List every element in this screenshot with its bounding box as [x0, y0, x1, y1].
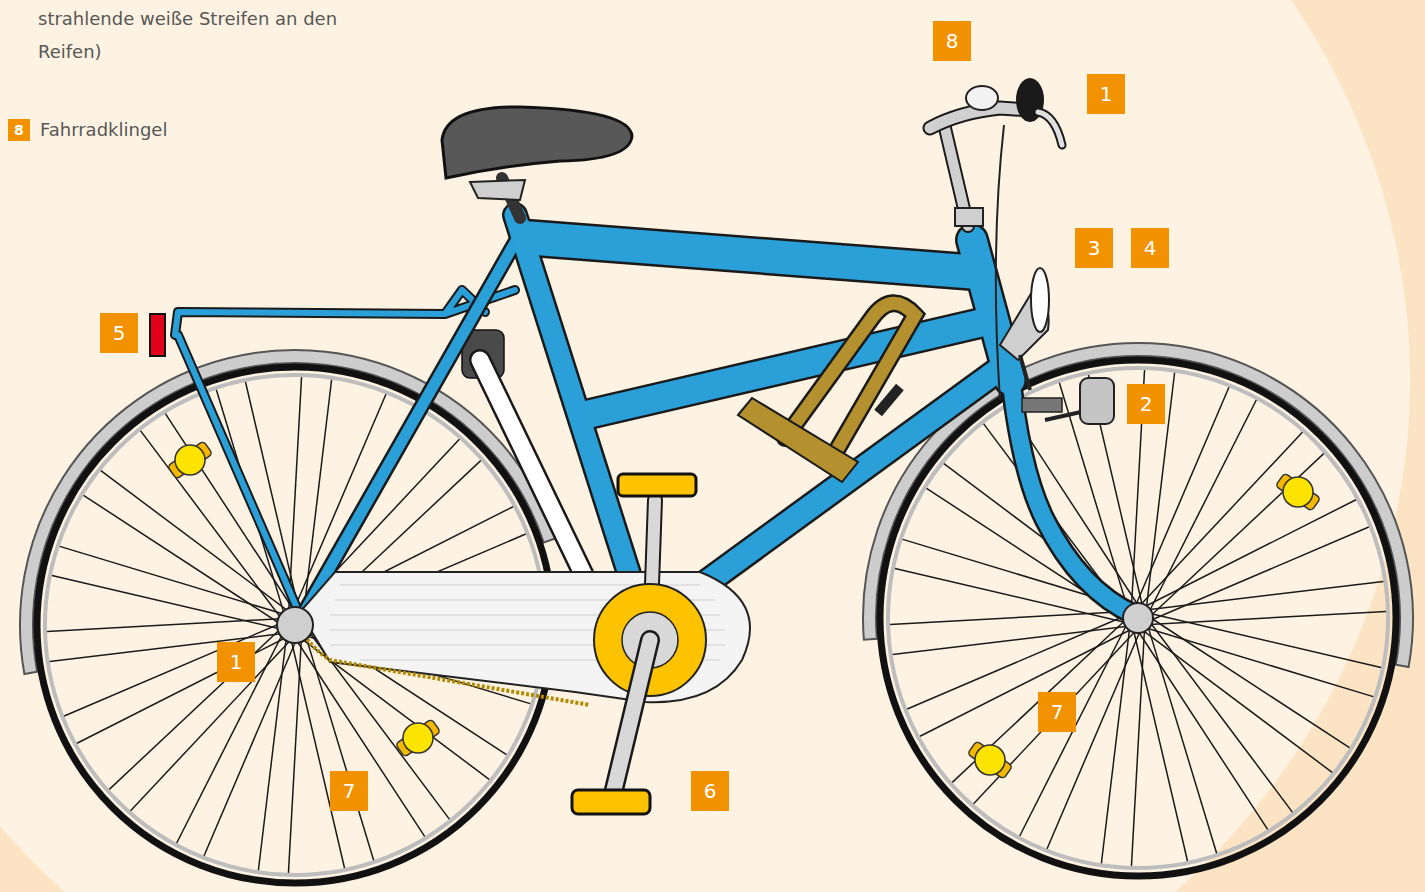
- seat-stay: [300, 225, 525, 620]
- reflector: [975, 745, 1005, 775]
- spoke: [1047, 631, 1140, 849]
- spoke: [1150, 614, 1381, 668]
- handlebar-outline: [930, 108, 1030, 128]
- callout-number: 7: [330, 771, 368, 811]
- spoke: [920, 629, 1131, 736]
- spoke: [47, 619, 284, 632]
- spoke: [1149, 611, 1386, 624]
- brake-lever-outline: [1038, 112, 1062, 145]
- callout-number: 6: [691, 771, 729, 811]
- reflector-bar: [1275, 473, 1320, 511]
- brake-lever: [1038, 112, 1062, 145]
- fork: [1010, 370, 1135, 615]
- spoke: [1151, 527, 1369, 620]
- spoke: [109, 627, 282, 789]
- crank-arm: [612, 640, 650, 798]
- chain-guard: [300, 572, 750, 702]
- spoke: [64, 623, 282, 716]
- callout-number: 1: [1087, 74, 1125, 114]
- spoke: [1145, 500, 1356, 607]
- spoke-reflectors: [167, 441, 1320, 779]
- seat-stay-outline: [300, 225, 525, 620]
- spoke: [1131, 629, 1144, 866]
- front-tire: [880, 360, 1396, 876]
- spoke: [77, 636, 288, 743]
- reflector-bar: [395, 719, 440, 757]
- reflector-bar: [167, 441, 212, 479]
- mid-tube-outline: [585, 322, 985, 415]
- headset: [955, 208, 983, 226]
- spoke: [1020, 625, 1127, 836]
- crank-outline: [612, 640, 650, 798]
- reflector: [1283, 477, 1313, 507]
- top-tube: [530, 238, 972, 272]
- spoke: [101, 471, 291, 613]
- saddle: [442, 107, 632, 178]
- spoke: [177, 632, 284, 843]
- u-lock: [738, 303, 915, 482]
- spoke: [1146, 628, 1373, 697]
- rear-hub: [277, 607, 313, 643]
- spoke: [60, 546, 287, 615]
- callout-number: 5: [100, 313, 138, 353]
- callout-number: 3: [1075, 228, 1113, 268]
- dynamo: [1080, 378, 1114, 424]
- spoke: [291, 637, 345, 868]
- head-tube: [972, 240, 1010, 380]
- callout-number: 8: [933, 21, 971, 61]
- spoke: [288, 636, 301, 873]
- callout-number: 2: [1127, 384, 1165, 424]
- callout-number: 7: [1038, 692, 1076, 732]
- top-tube-outline: [530, 238, 972, 272]
- pedal: [618, 474, 696, 496]
- chain: [295, 612, 590, 705]
- brake-cable: [996, 125, 1004, 400]
- legend-text: Fahrradklingel: [40, 113, 167, 146]
- head-tube-outline: [972, 240, 1010, 380]
- spoke: [1151, 454, 1324, 616]
- lock-shackle: [785, 303, 915, 448]
- spoke: [1134, 630, 1188, 861]
- spoke: [952, 620, 1125, 782]
- fork-outline: [1010, 370, 1135, 615]
- spoke: [204, 638, 297, 856]
- reflector-bar: [967, 741, 1012, 779]
- seat-clamp: [470, 180, 525, 200]
- callout-number: 1: [217, 642, 255, 682]
- brake-caliper: [1022, 398, 1062, 412]
- spoke: [1101, 628, 1129, 863]
- legend-number: 8: [8, 119, 30, 141]
- spoke: [289, 377, 302, 614]
- bell: [966, 86, 998, 110]
- note-text: strahlende weiße Streifen an den Reifen): [38, 2, 368, 68]
- spokes: [47, 370, 1386, 873]
- mid-tube: [585, 322, 985, 415]
- headlight-lens: [1031, 268, 1049, 332]
- front-rim: [888, 368, 1388, 868]
- callout-number: 4: [1131, 228, 1169, 268]
- spoke: [1142, 630, 1332, 772]
- tail-reflector: [150, 314, 165, 356]
- spoke: [907, 616, 1125, 709]
- reflector: [175, 445, 205, 475]
- spoke: [258, 635, 286, 870]
- spoke: [1149, 400, 1256, 611]
- spoke: [890, 612, 1127, 625]
- lock-body: [738, 398, 858, 482]
- lock-mount: [874, 384, 904, 416]
- front-hub: [1123, 603, 1153, 633]
- pedal: [572, 790, 650, 814]
- handlebar: [930, 108, 1030, 128]
- lock-shackle-outline: [785, 303, 915, 448]
- reflector: [403, 723, 433, 753]
